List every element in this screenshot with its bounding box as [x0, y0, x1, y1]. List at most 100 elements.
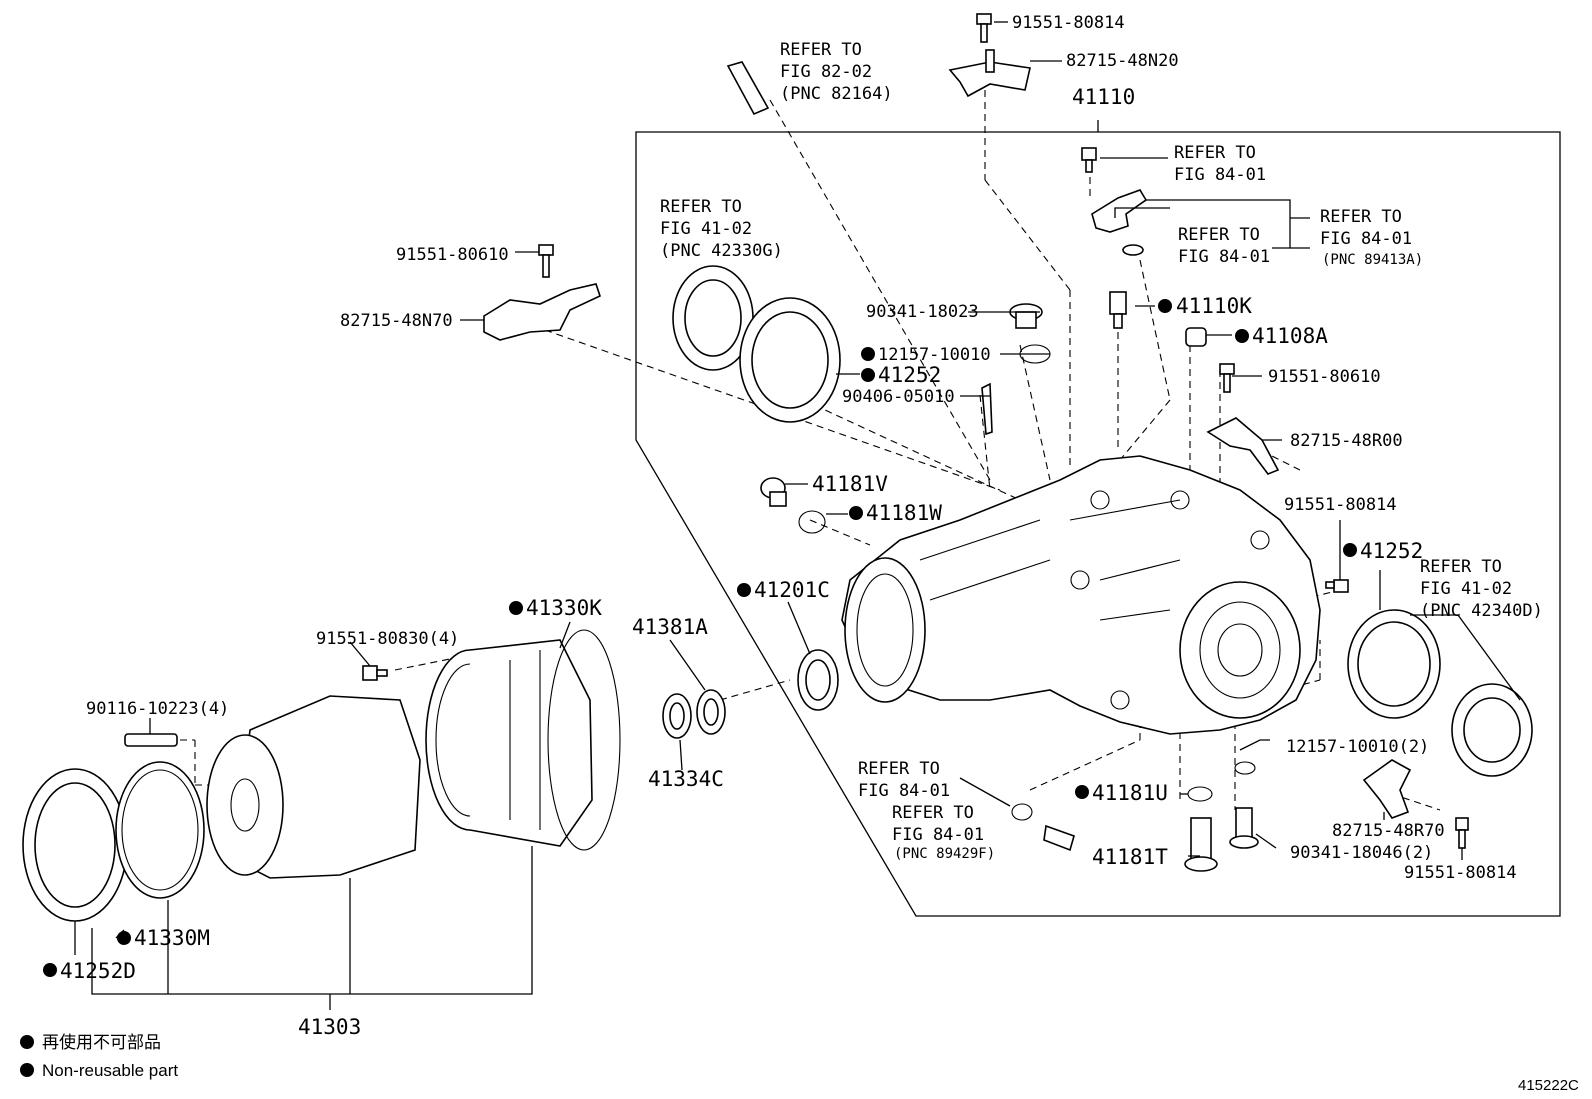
label-90341-18023: 90341-18023 [866, 302, 979, 322]
label-90406-05010: 90406-05010 [842, 387, 955, 407]
non-reusable-dot [861, 347, 875, 361]
label-refer-41-02-2a: REFER TO [1420, 557, 1502, 577]
label-41252D: 41252D [60, 959, 136, 983]
label-41303: 41303 [298, 1015, 361, 1039]
non-reusable-dot [1158, 299, 1172, 313]
plug-41181V [760, 477, 787, 507]
sensor-top [1091, 189, 1148, 256]
bolt-91551-80814-side [1325, 579, 1349, 593]
label-82715-48N70: 82715-48N70 [340, 311, 453, 331]
label-12157-10010-2: 12157-10010(2) [1286, 737, 1429, 757]
leader-lines [74, 21, 1521, 1010]
label-refer-82-02-b: FIG 82-02 [780, 62, 872, 82]
plug-90341-18023 [1009, 303, 1043, 329]
legend: 再使用不可部品 Non-reusable part [20, 1032, 178, 1080]
non-reusable-dot [1343, 543, 1357, 557]
non-reusable-dot [1235, 329, 1249, 343]
sensor-89429F [1011, 803, 1075, 852]
non-reusable-dot [861, 368, 875, 382]
label-refer-84-01-3a: REFER TO [1320, 207, 1402, 227]
legend-line-1: 再使用不可部品 [42, 1032, 161, 1052]
bracket-82715-48R00 [1206, 417, 1280, 475]
label-91551-80610-left: 91551-80610 [396, 245, 509, 265]
label-41381A: 41381A [632, 615, 708, 639]
legend-line-2: Non-reusable part [42, 1061, 178, 1080]
label-12157-10010: 12157-10010 [878, 345, 991, 365]
bracket-82715-48R70 [1362, 759, 1412, 819]
label-refer-84-01-3b: FIG 84-01 [1320, 229, 1412, 249]
figure-id: 415222C [1518, 1077, 1579, 1094]
bracket-82715-48N70 [483, 283, 601, 341]
bolt-refer-84-01 [1081, 147, 1097, 173]
label-41334C: 41334C [648, 767, 724, 791]
label-41181V: 41181V [812, 472, 888, 496]
gasket-12157-10010-2 [1234, 761, 1256, 775]
plug-41181T [1184, 817, 1218, 872]
bracket-82715-48N20 [948, 49, 1031, 98]
washers-41381A-41334C [662, 689, 726, 739]
breather-hose [726, 61, 770, 116]
gasket-41181U [1187, 786, 1213, 802]
seal-42330G [672, 265, 754, 371]
label-41110K: 41110K [1176, 294, 1252, 318]
label-41181T: 41181T [1092, 845, 1168, 869]
label-41181U: 41181U [1092, 781, 1168, 805]
label-refer-84-01-5c: (PNC 89429F) [894, 846, 995, 862]
label-82715-48R70: 82715-48R70 [1332, 821, 1445, 841]
bolt-91551-80814-bottom [1455, 817, 1469, 849]
label-refer-82-02-a: REFER TO [780, 40, 862, 60]
bolt-91551-80610-right [1219, 363, 1235, 393]
label-91551-80814-side: 91551-80814 [1284, 495, 1397, 515]
label-91551-80610-right: 91551-80610 [1268, 367, 1381, 387]
label-refer-84-01-2b: FIG 84-01 [1178, 247, 1270, 267]
label-refer-84-01-4b: FIG 84-01 [858, 781, 950, 801]
gasket-41181W [798, 510, 826, 534]
ring-41252-upper [739, 297, 841, 423]
label-41330M: 41330M [134, 926, 210, 950]
label-41181W: 41181W [866, 501, 942, 525]
label-91551-80814-bottom: 91551-80814 [1404, 863, 1517, 883]
label-41110: 41110 [1072, 85, 1135, 109]
seal-42340D [1451, 683, 1533, 777]
legend-dot [20, 1063, 34, 1077]
label-41108A: 41108A [1252, 324, 1328, 348]
label-refer-84-01-1b: FIG 84-01 [1174, 165, 1266, 185]
label-90341-18046: 90341-18046(2) [1290, 843, 1433, 863]
non-reusable-dot [43, 963, 57, 977]
gasket-41330M [115, 761, 205, 899]
label-41252-right: 41252 [1360, 539, 1423, 563]
label-91551-80814-top: 91551-80814 [1012, 13, 1125, 33]
label-refer-84-01-2a: REFER TO [1178, 225, 1260, 245]
plug-90341-18046 [1229, 807, 1259, 849]
non-reusable-dot [117, 931, 131, 945]
cap-41108A [1185, 327, 1207, 347]
non-reusable-dot [1075, 785, 1089, 799]
shim-41201C [797, 649, 839, 711]
label-82715-48N20: 82715-48N20 [1066, 51, 1179, 71]
extension-sleeve [206, 695, 421, 879]
label-41330K: 41330K [526, 596, 602, 620]
pin-90406-05010 [981, 382, 993, 436]
label-refer-84-01-5b: FIG 84-01 [892, 825, 984, 845]
non-reusable-dot [849, 506, 863, 520]
assembly-frame [635, 120, 1561, 917]
differential-carrier [841, 455, 1321, 735]
label-90116-10223: 90116-10223(4) [86, 699, 229, 719]
label-refer-41-02-1a: REFER TO [660, 197, 742, 217]
bolt-91551-80830 [362, 665, 388, 681]
label-82715-48R00: 82715-48R00 [1290, 431, 1403, 451]
bolt-91551-80610-left [538, 244, 554, 278]
stud-90116-10223 [124, 733, 178, 747]
legend-dot [20, 1035, 34, 1049]
ring-41252-right [1347, 609, 1441, 719]
label-91551-80830: 91551-80830(4) [316, 629, 459, 649]
label-refer-84-01-5a: REFER TO [892, 803, 974, 823]
label-refer-84-01-1a: REFER TO [1174, 143, 1256, 163]
label-refer-84-01-4a: REFER TO [858, 759, 940, 779]
seal-41252D [22, 768, 128, 922]
label-refer-41-02-2b: FIG 41-02 [1420, 579, 1512, 599]
vent-41110K [1109, 291, 1127, 329]
label-refer-41-02-1c: (PNC 42330G) [660, 241, 783, 261]
